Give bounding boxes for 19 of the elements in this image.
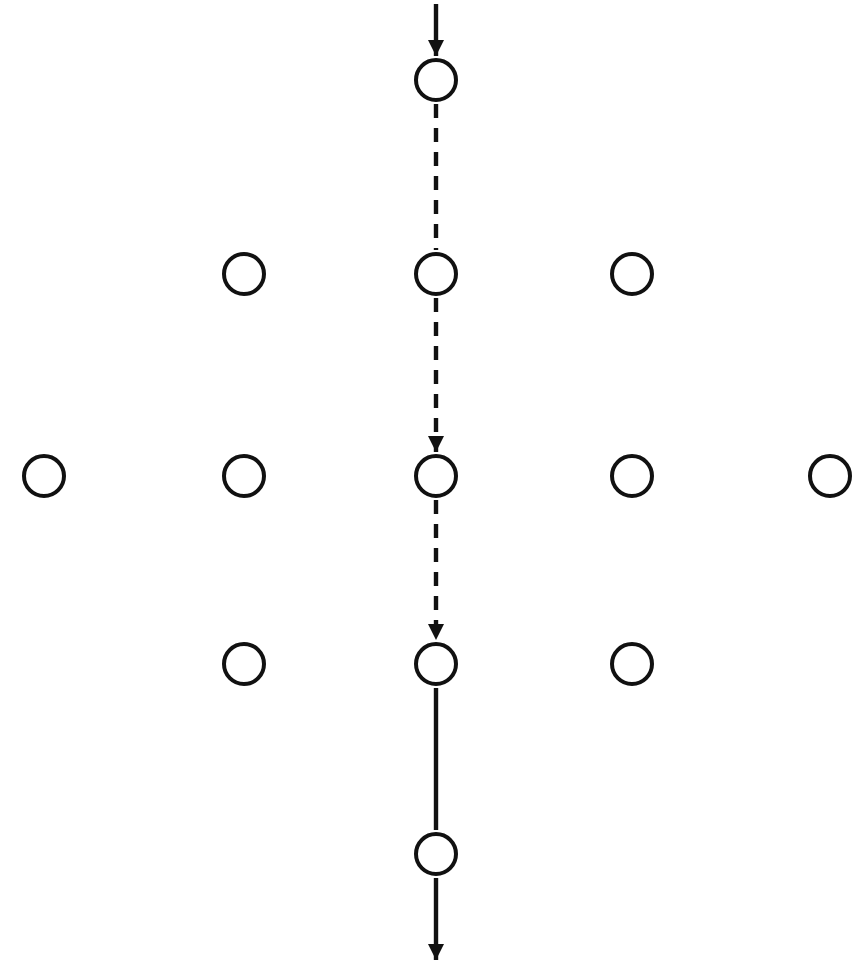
circle: [610, 454, 654, 498]
arrow: [428, 500, 444, 640]
circle: [610, 642, 654, 686]
arrow: [428, 878, 444, 960]
circle: [414, 832, 458, 876]
arrow: [428, 4, 444, 56]
circle: [22, 454, 66, 498]
connector-line: [433, 104, 439, 250]
circle: [610, 252, 654, 296]
circle: [808, 454, 852, 498]
circle: [414, 642, 458, 686]
circle: [414, 252, 458, 296]
connector-line: [433, 688, 439, 830]
circle: [414, 58, 458, 102]
circle: [222, 252, 266, 296]
arrow: [428, 298, 444, 452]
circle: [222, 454, 266, 498]
circle: [414, 454, 458, 498]
circle: [222, 642, 266, 686]
